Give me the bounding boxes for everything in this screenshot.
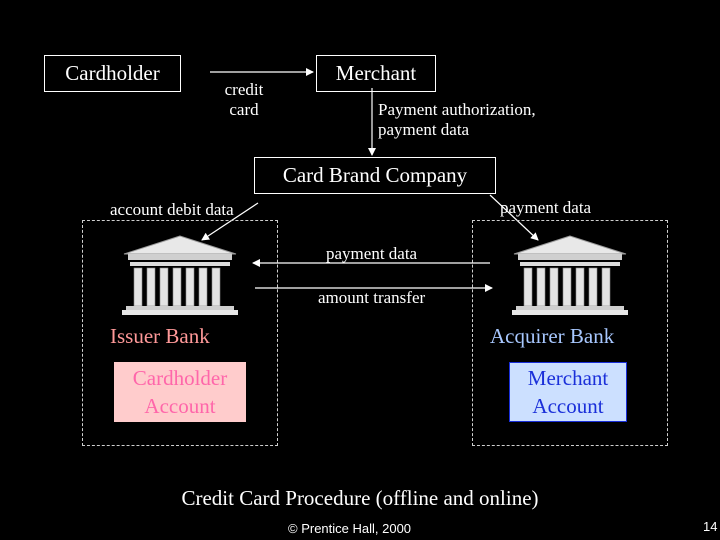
copyright-text: © Prentice Hall, 2000 bbox=[288, 521, 412, 536]
credit-card-line2: card bbox=[229, 100, 259, 120]
payment-data-right-arrow bbox=[489, 194, 539, 241]
cardholder-account-line1: Cardholder bbox=[132, 365, 228, 390]
merchant-account-line1: Merchant bbox=[527, 365, 609, 390]
payment-data-right-label: payment data bbox=[500, 198, 592, 217]
payment-data-middle-label: payment data bbox=[326, 244, 418, 263]
cardholder-account-line2: Account bbox=[144, 394, 216, 418]
issuer-bank-icon bbox=[122, 235, 238, 315]
merchant-account-box: Merchant Account bbox=[509, 362, 627, 422]
credit-card-line1: credit bbox=[224, 80, 264, 99]
acquirer-bank-title: Acquirer Bank bbox=[490, 324, 615, 348]
card-brand-node: Card Brand Company bbox=[254, 157, 496, 194]
diagram-caption: Credit Card Procedure (offline and onlin… bbox=[181, 486, 539, 510]
merchant-node: Merchant bbox=[316, 55, 436, 92]
account-debit-label: account debit data bbox=[110, 200, 234, 219]
issuer-bank-region bbox=[82, 220, 278, 446]
amount-transfer-label: amount transfer bbox=[318, 288, 426, 307]
cardholder-node: Cardholder bbox=[44, 55, 181, 92]
acquirer-bank-icon bbox=[512, 235, 628, 315]
credit-card-label: credit card bbox=[218, 80, 270, 121]
payment-auth-line2: payment data bbox=[378, 120, 470, 140]
cardholder-label: Cardholder bbox=[65, 61, 160, 85]
acquirer-bank-region bbox=[472, 220, 668, 446]
payment-authorization-label: Payment authorization, payment data bbox=[378, 100, 536, 141]
account-debit-arrow bbox=[201, 202, 259, 241]
payment-auth-line1: Payment authorization, bbox=[378, 100, 536, 119]
page-number: 14 bbox=[703, 519, 718, 534]
cardholder-account-box: Cardholder Account bbox=[114, 362, 246, 422]
merchant-label: Merchant bbox=[335, 61, 417, 85]
merchant-account-line2: Account bbox=[532, 394, 604, 418]
issuer-bank-title: Issuer Bank bbox=[110, 324, 210, 348]
card-brand-label: Card Brand Company bbox=[282, 163, 468, 187]
